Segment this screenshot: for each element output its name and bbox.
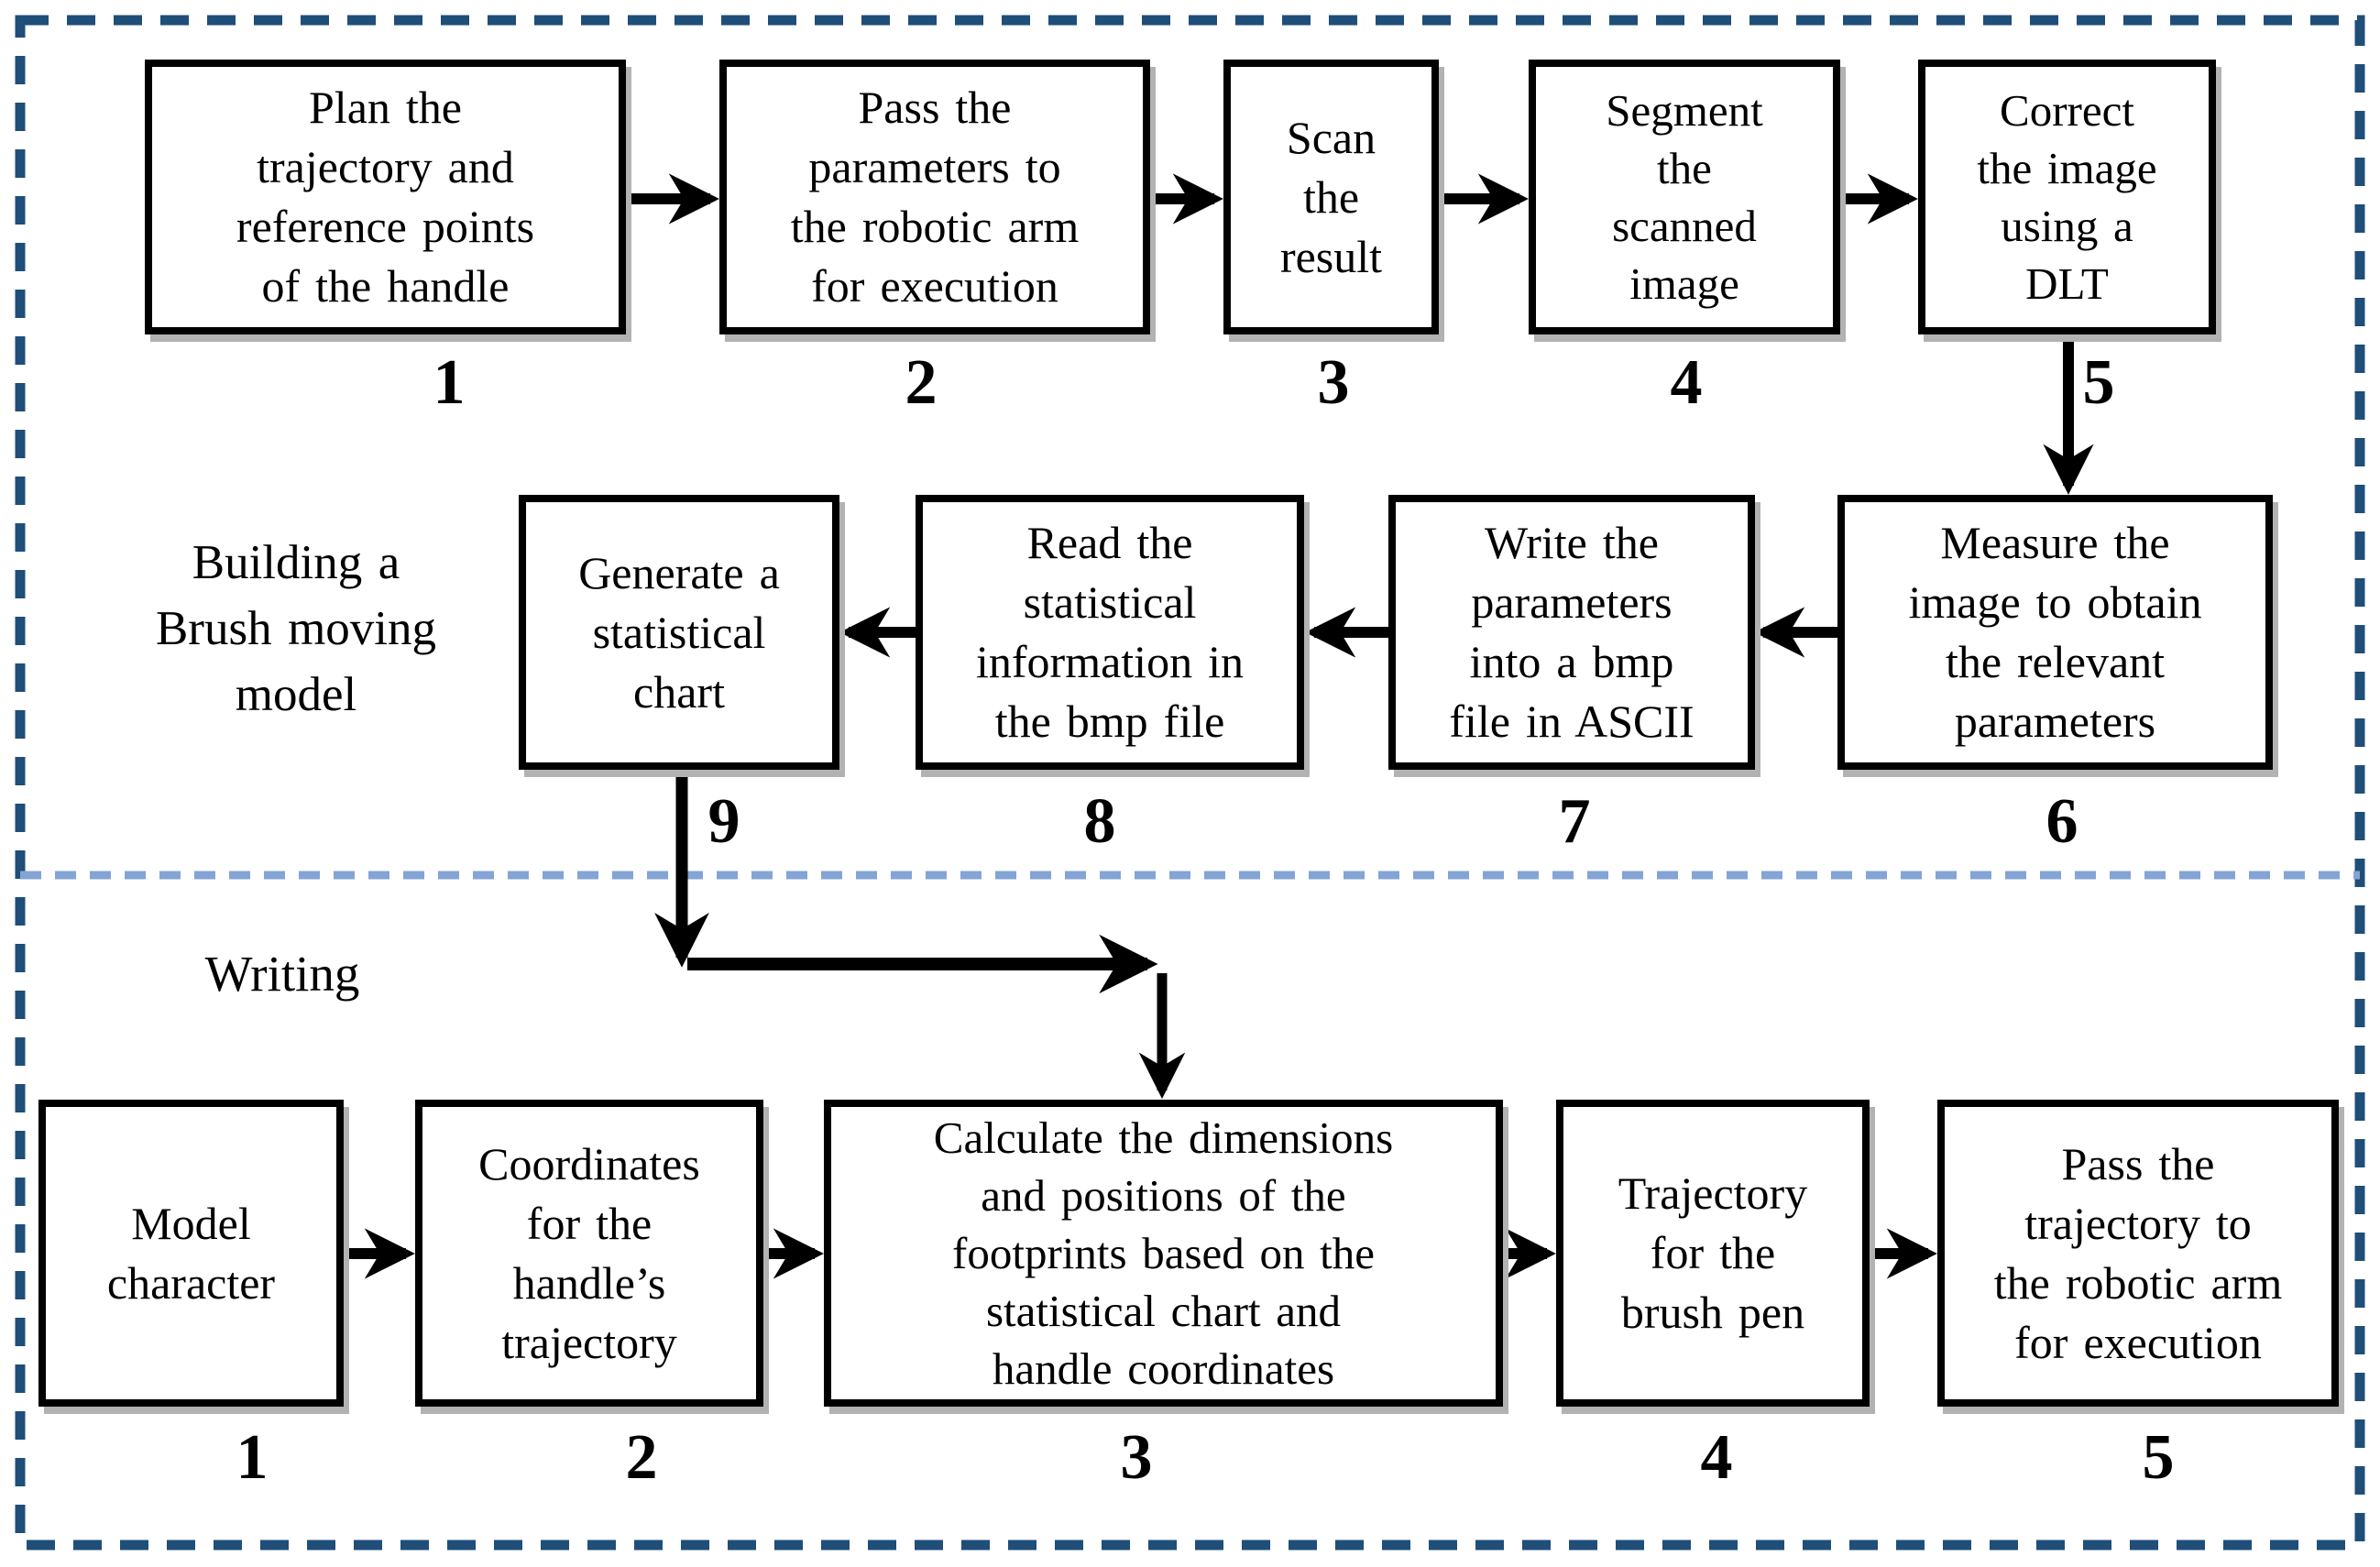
step-box-model-6: Measure the image to obtain the relevant… [1837,495,2273,770]
step-text: Segment the scanned image [1606,85,1763,309]
step-box-writing-2: Coordinates for the handle’s trajectory [415,1100,763,1407]
step-text: Coordinates for the handle’s trajectory [478,1137,700,1368]
step-number-model-8: 8 [1083,786,1116,857]
step-box-model-1: Plan the trajectory and reference points… [145,60,626,334]
step-box-writing-4: Trajectory for the brush pen [1556,1100,1870,1407]
step-number-writing-3: 3 [1120,1422,1153,1493]
step-number-writing-1: 1 [236,1422,269,1493]
step-text: Pass the trajectory to the robotic arm f… [1993,1137,2283,1368]
step-box-writing-1: Model character [38,1100,344,1407]
step-box-model-8: Read the statistical information in the … [916,495,1304,770]
step-text: Measure the image to obtain the relevant… [1908,517,2202,747]
step-number-model-3: 3 [1317,347,1350,418]
step-number-model-6: 6 [2045,786,2078,857]
step-box-model-4: Segment the scanned image [1529,60,1840,334]
step-number-model-1: 1 [433,347,466,418]
step-box-model-7: Write the parameters into a bmp file in … [1388,495,1755,770]
step-box-model-5: Correct the image using a DLT [1918,60,2216,334]
step-box-model-3: Scan the result [1223,60,1439,334]
step-text: Write the parameters into a bmp file in … [1449,517,1695,747]
outer-dashed-border [15,15,2365,1551]
step-text: Calculate the dimensions and positions o… [933,1112,1394,1394]
section-label-building-model: Building a Brush moving model [155,536,437,721]
step-number-writing-4: 4 [1700,1422,1733,1493]
step-text: Trajectory for the brush pen [1618,1167,1808,1338]
step-text: Scan the result [1279,111,1383,282]
step-number-model-7: 7 [1558,786,1591,857]
step-number-writing-2: 2 [625,1422,658,1493]
step-number-model-2: 2 [905,347,938,418]
step-number-model-9: 9 [707,786,740,857]
step-text: Plan the trajectory and reference points… [236,82,535,312]
step-text: Correct the image using a DLT [1977,85,2157,309]
step-box-model-9: Generate a statistical chart [519,495,839,770]
step-text: Read the statistical information in the … [976,517,1244,747]
step-box-model-2: Pass the parameters to the robotic arm f… [719,60,1150,334]
section-label-writing: Writing [204,946,360,1002]
step-box-writing-5: Pass the trajectory to the robotic arm f… [1937,1100,2339,1407]
step-number-writing-5: 5 [2142,1422,2175,1493]
step-text: Generate a statistical chart [578,546,780,718]
step-number-model-4: 4 [1670,347,1703,418]
step-number-model-5: 5 [2082,347,2115,418]
step-box-writing-3: Calculate the dimensions and positions o… [824,1100,1503,1407]
step-text: Model character [106,1197,276,1309]
step-text: Pass the parameters to the robotic arm f… [790,82,1080,312]
